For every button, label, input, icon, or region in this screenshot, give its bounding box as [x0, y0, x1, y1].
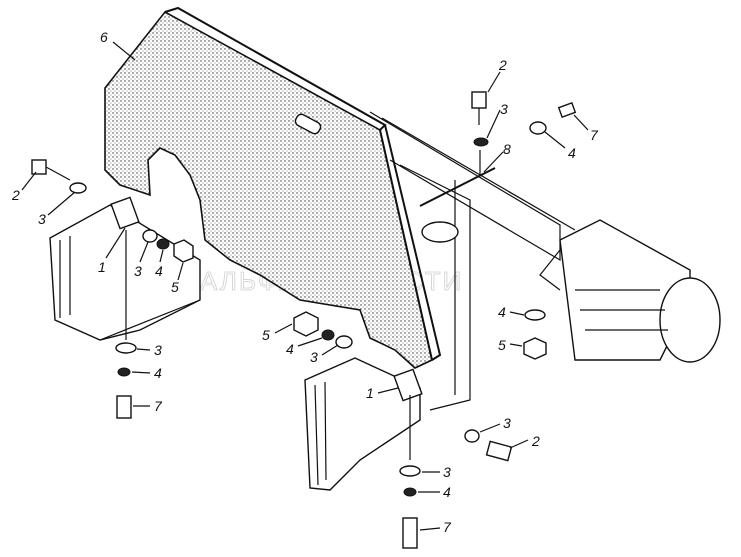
hardware-top [419, 91, 577, 207]
callout-4-cl: 4 [286, 341, 294, 357]
muffler [539, 219, 721, 363]
callout-3-top: 3 [500, 101, 508, 117]
callout-4-mid: 4 [155, 263, 163, 279]
frame-rail [369, 111, 576, 411]
callout-3-left: 3 [38, 211, 46, 227]
callout-2-top: 2 [498, 57, 507, 73]
clip-lower [393, 368, 423, 402]
clip-left [110, 196, 140, 230]
callout-2-low: 2 [531, 433, 540, 449]
callout-1-left: 1 [98, 259, 106, 275]
leader-lines [21, 41, 589, 531]
callout-8: 8 [503, 141, 511, 157]
callout-4-right: 4 [498, 304, 506, 320]
hardware-lower [399, 395, 513, 549]
callout-3-low: 3 [503, 415, 511, 431]
callout-7-bl: 7 [154, 398, 163, 414]
callout-3-mid: 3 [134, 263, 142, 279]
heat-shield [104, 6, 442, 369]
callout-6: 6 [100, 29, 108, 45]
callout-7-bot: 7 [443, 519, 452, 535]
callout-4-top: 4 [568, 145, 576, 161]
callout-3-cl: 3 [310, 349, 318, 365]
callout-1-low: 1 [366, 385, 374, 401]
callout-5-mid: 5 [171, 279, 179, 295]
callout-2-left: 2 [11, 187, 20, 203]
callout-3-bot: 3 [443, 464, 451, 480]
callout-3-bl: 3 [154, 342, 162, 358]
lower-bracket [304, 357, 421, 491]
callout-5-cl: 5 [262, 327, 270, 343]
hardware-right [523, 309, 547, 360]
callout-7-top: 7 [590, 127, 599, 143]
hardware-center [293, 311, 353, 349]
callout-4-bl: 4 [154, 365, 162, 381]
hardware-left [31, 159, 194, 419]
callout-5-right: 5 [498, 337, 506, 353]
callout-4-bot: 4 [443, 484, 451, 500]
